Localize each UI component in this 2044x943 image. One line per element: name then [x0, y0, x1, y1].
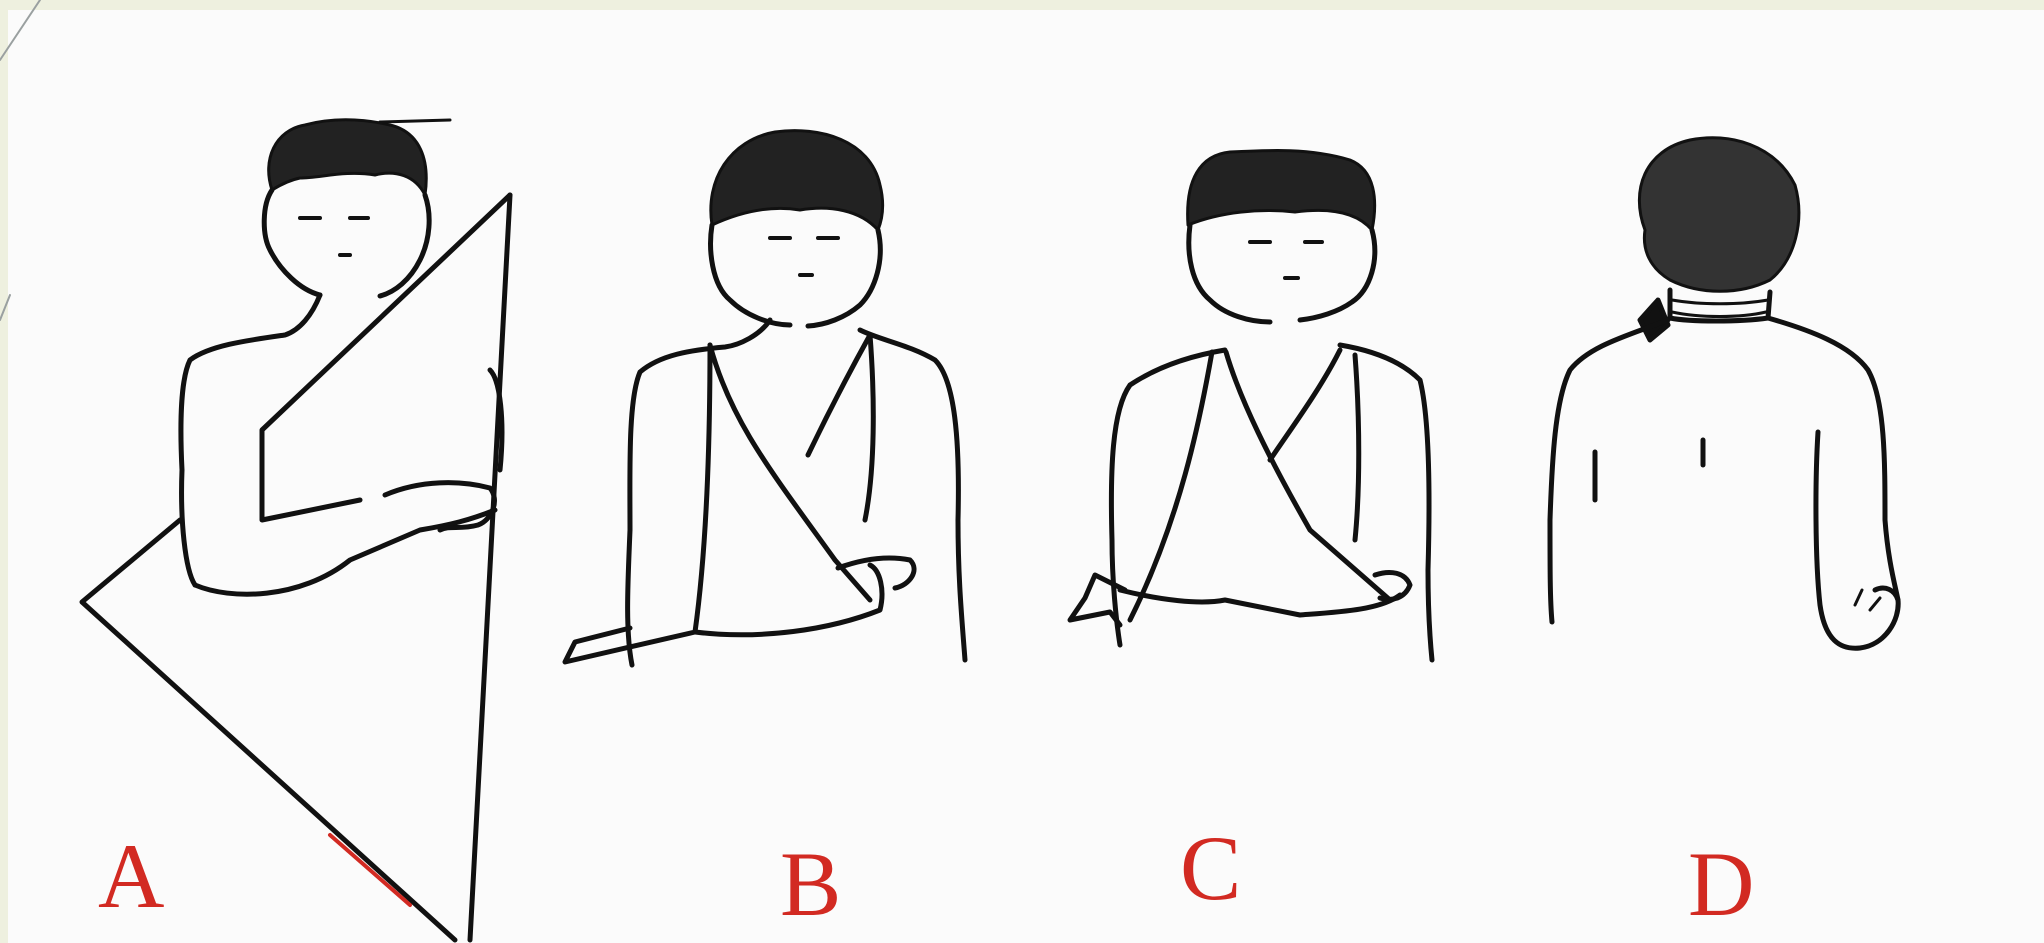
panel-label-c: C	[1180, 822, 1241, 914]
face-c	[1189, 225, 1375, 322]
panel-label-a: A	[98, 830, 164, 922]
body-right-c	[1340, 345, 1432, 660]
figure-b	[565, 131, 965, 665]
sling-diag-c	[1226, 352, 1390, 600]
fingers-d	[1855, 590, 1880, 610]
hand-a	[385, 483, 494, 530]
sling-vertical-a	[470, 195, 510, 940]
hat-line	[380, 120, 450, 122]
corner-line	[0, 0, 40, 60]
figure-d	[1550, 138, 1898, 648]
facial-features	[1250, 242, 1322, 278]
sling-triangle-a	[262, 195, 510, 520]
sling-edge-c	[1355, 355, 1359, 540]
red-mark-a	[330, 835, 410, 905]
face-a	[264, 190, 429, 296]
hair-b	[711, 131, 883, 230]
face-b	[711, 225, 881, 326]
hair-d	[1639, 138, 1798, 291]
sling-strap-c	[1270, 350, 1340, 460]
sling-body-b	[565, 345, 710, 662]
panel-label-b: B	[780, 838, 841, 930]
forearm-a	[195, 510, 495, 594]
hair-a	[269, 120, 427, 195]
body-outline-d	[1550, 320, 1668, 622]
facial-features	[770, 238, 838, 275]
sling-left-c	[1130, 352, 1212, 620]
collar-d	[1672, 300, 1768, 317]
body-outline-a	[181, 295, 320, 585]
panel-label-d: D	[1688, 838, 1754, 930]
hand-c	[1375, 572, 1410, 599]
sling-bottom-c	[1120, 590, 1400, 615]
figure-c	[1070, 150, 1432, 660]
sling-bottom-b	[695, 565, 882, 635]
corner-line	[0, 295, 10, 320]
figure-a	[82, 120, 510, 940]
sling-strap-b	[808, 335, 870, 455]
facial-features	[300, 218, 368, 255]
hair-c	[1188, 150, 1375, 230]
sling-edge-b	[865, 335, 873, 520]
body-right-d	[1768, 318, 1898, 600]
